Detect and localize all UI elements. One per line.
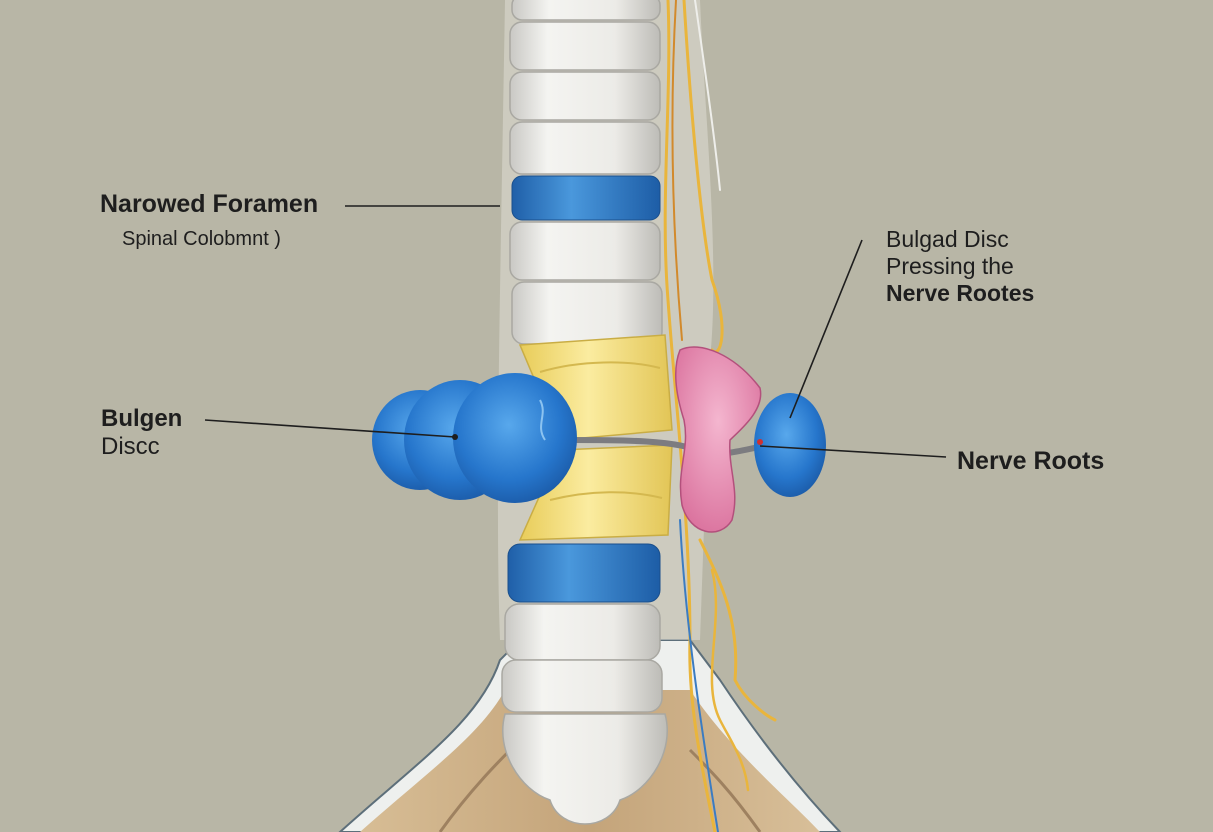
label-nerve-roots: Nerve Roots [957,447,1105,475]
label-bulged-disc-right-line1: Bulgad Disc [886,226,1009,252]
label-spinal-column: Spinal Colobmnt ) [122,228,281,250]
label-bulged-disc-right-line3: Nerve Rootes [886,280,1035,307]
nerve-fibers [663,0,777,832]
intervertebral-disc-upper [511,175,661,221]
leader-lines [204,205,947,458]
label-bulged-disc-right-line2: Pressing the [886,253,1014,280]
herniated-disc-left [372,373,577,503]
label-bulged-disc-left-line1: Bulgen [101,405,183,432]
vertebrae-lower [501,603,668,825]
vertebrae-upper [509,0,663,345]
label-bulged-disc-right: Bulgad Disc Pressing the Nerve Rootes [886,226,1034,307]
herniated-disc-right [754,393,826,497]
inflamed-nerve-root [674,346,762,533]
label-narrowed-foramen: Narowed Foramen [100,190,319,218]
label-bulged-disc-left: Bulgen Discc [101,405,182,462]
intervertebral-disc-lower [507,543,661,603]
label-bulged-disc-left-line2: Discc [101,433,160,461]
